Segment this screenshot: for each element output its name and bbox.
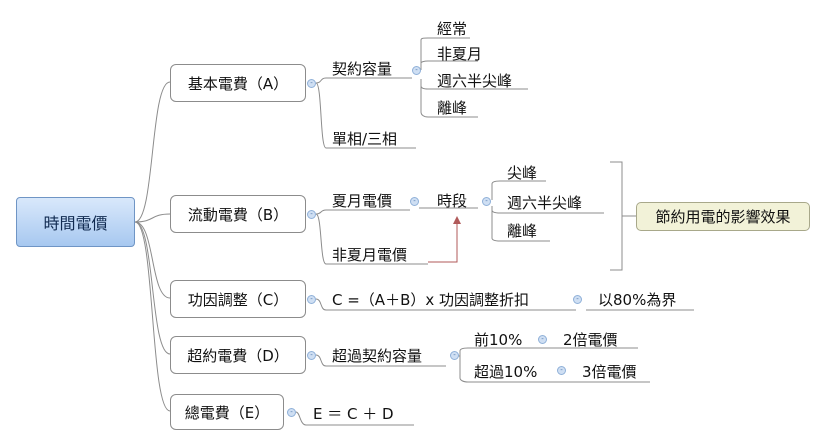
minus-circle-icon[interactable]: - [412, 66, 421, 75]
period-label: 時段 [437, 192, 468, 210]
period-item-off-peak: 離峰 [507, 222, 538, 240]
saving-effect-note[interactable]: 節約用電的影響效果 [636, 202, 810, 231]
over-row-1-cond: 前10% [474, 331, 523, 349]
over-contract-label: 超過契約容量 [332, 347, 423, 365]
branch-e-node[interactable]: 總電費（E） [170, 394, 284, 430]
contract-item-off-peak: 離峰 [437, 99, 468, 117]
arrow-nonsummer-to-period [428, 222, 458, 263]
minus-circle-icon[interactable]: - [557, 366, 566, 375]
connector-period-items [491, 180, 604, 242]
connector-central-c [134, 221, 171, 299]
branch-b-node[interactable]: 流動電費（B） [170, 195, 306, 233]
branch-d-node[interactable]: 超約電費（D） [170, 336, 306, 374]
minus-circle-icon[interactable]: - [482, 197, 491, 206]
over-row-1-result: 2倍電價 [563, 331, 618, 349]
minus-circle-icon[interactable]: - [307, 210, 316, 219]
summer-price-label: 夏月電價 [332, 192, 393, 210]
branch-a-node[interactable]: 基本電費（A） [170, 64, 306, 102]
period-item-peak: 尖峰 [507, 164, 538, 182]
connector-a-phase [315, 82, 416, 149]
branch-a-label: 基本電費（A） [187, 74, 289, 93]
connector-c-formula [315, 298, 576, 311]
over-row-2-result: 3倍電價 [582, 363, 637, 381]
period-item-sat-semi-peak: 週六半尖峰 [507, 194, 583, 212]
connector-central-d [134, 221, 171, 355]
connector-e-formula [295, 411, 414, 426]
connector-b-summer [315, 209, 410, 215]
over-row-2-cond: 超過10% [474, 363, 538, 381]
power-factor-threshold: 以80%為界 [598, 291, 677, 309]
bracket-b [610, 161, 636, 271]
arrow-head [453, 216, 461, 224]
minus-circle-icon[interactable]: - [410, 197, 419, 206]
minus-circle-icon[interactable]: - [538, 335, 547, 344]
phase-label: 單相/三相 [332, 130, 398, 148]
minus-circle-icon[interactable]: - [573, 295, 582, 304]
total-formula: E ＝ C ＋ D [313, 405, 394, 423]
contract-item-regular: 經常 [437, 20, 468, 38]
contract-item-sat-semi-peak: 週六半尖峰 [437, 72, 513, 90]
connector-b-nonsummer [315, 213, 428, 265]
minus-circle-icon[interactable]: - [287, 408, 296, 417]
central-topic-label: 時間電價 [43, 214, 108, 233]
connector-a-contract [315, 77, 412, 84]
connector-central-a [134, 81, 171, 223]
contract-capacity-label: 契約容量 [332, 60, 393, 78]
minus-circle-icon[interactable]: - [307, 79, 316, 88]
connector-central-e [134, 221, 171, 412]
connector-contract-items [420, 37, 528, 118]
contract-item-non-summer: 非夏月 [437, 45, 483, 63]
non-summer-price-label: 非夏月電價 [332, 246, 408, 264]
branch-b-label: 流動電費（B） [187, 205, 289, 224]
branch-c-node[interactable]: 功因調整（C） [170, 280, 306, 318]
power-factor-formula: C =（A＋B）x 功因調整折扣 [332, 291, 530, 309]
saving-effect-label: 節約用電的影響效果 [655, 208, 791, 226]
branch-d-label: 超約電費（D） [187, 346, 289, 365]
minus-circle-icon[interactable]: - [450, 351, 459, 360]
connector-d-rows [456, 347, 650, 383]
connector-d-over [315, 354, 446, 367]
minus-circle-icon[interactable]: - [307, 295, 316, 304]
branch-c-label: 功因調整（C） [187, 290, 289, 309]
connector-central-b [134, 213, 171, 223]
branch-e-label: 總電費（E） [184, 403, 270, 422]
minus-circle-icon[interactable]: - [307, 351, 316, 360]
central-topic[interactable]: 時間電價 [16, 197, 135, 247]
